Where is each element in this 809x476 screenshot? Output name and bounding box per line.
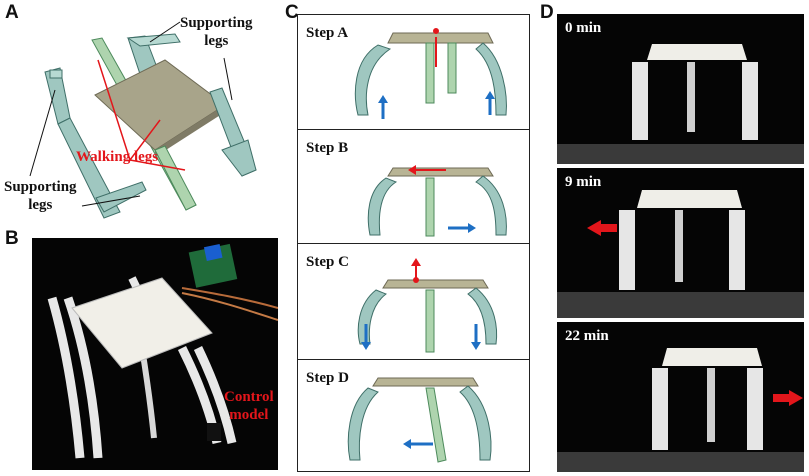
panel-label-d: D <box>540 2 554 23</box>
step-b-frame: Step B <box>298 129 529 242</box>
supporting-legs-label-top: Supporting legs <box>180 15 253 49</box>
robot-photo-illustration <box>47 243 278 459</box>
time-0-min-label: 0 min <box>565 20 602 36</box>
step-a-frame: Step A <box>298 15 529 127</box>
robot-photo-22-min <box>557 348 804 472</box>
step-b-illustration <box>367 165 507 237</box>
panel-label-c: C <box>285 2 299 23</box>
time-9-min-label: 9 min <box>565 174 602 190</box>
step-b-label: Step B <box>306 140 349 156</box>
control-model-label: Control model <box>224 389 274 423</box>
panel-label-a: A <box>5 2 19 23</box>
photo-9-min: 9 min <box>557 168 804 318</box>
supporting-legs-label-bottom: Supporting legs <box>4 179 77 213</box>
step-d-frame: Step D <box>298 359 529 472</box>
time-22-min-label: 22 min <box>565 328 609 344</box>
step-a-label: Step A <box>306 25 349 41</box>
walking-legs-label: Walking legs <box>76 149 159 165</box>
step-c-illustration <box>357 258 498 353</box>
panel-label-b: B <box>5 228 19 249</box>
panel-a-model: Supporting legs Walking legs Supporting … <box>0 0 285 228</box>
panel-b-photo: Control model <box>32 238 278 470</box>
step-a-illustration <box>354 28 507 119</box>
robot-photo-9-min <box>557 190 804 318</box>
panel-c-steps: Step A Step B Step C <box>297 14 530 472</box>
robot-model-illustration <box>29 21 257 219</box>
photo-0-min: 0 min <box>557 14 804 164</box>
photo-22-min: 22 min <box>557 322 804 472</box>
step-c-frame: Step C <box>298 243 529 358</box>
step-d-label: Step D <box>306 370 349 386</box>
step-d-illustration <box>347 377 492 463</box>
step-c-label: Step C <box>306 254 349 270</box>
robot-photo-0-min <box>557 44 804 164</box>
